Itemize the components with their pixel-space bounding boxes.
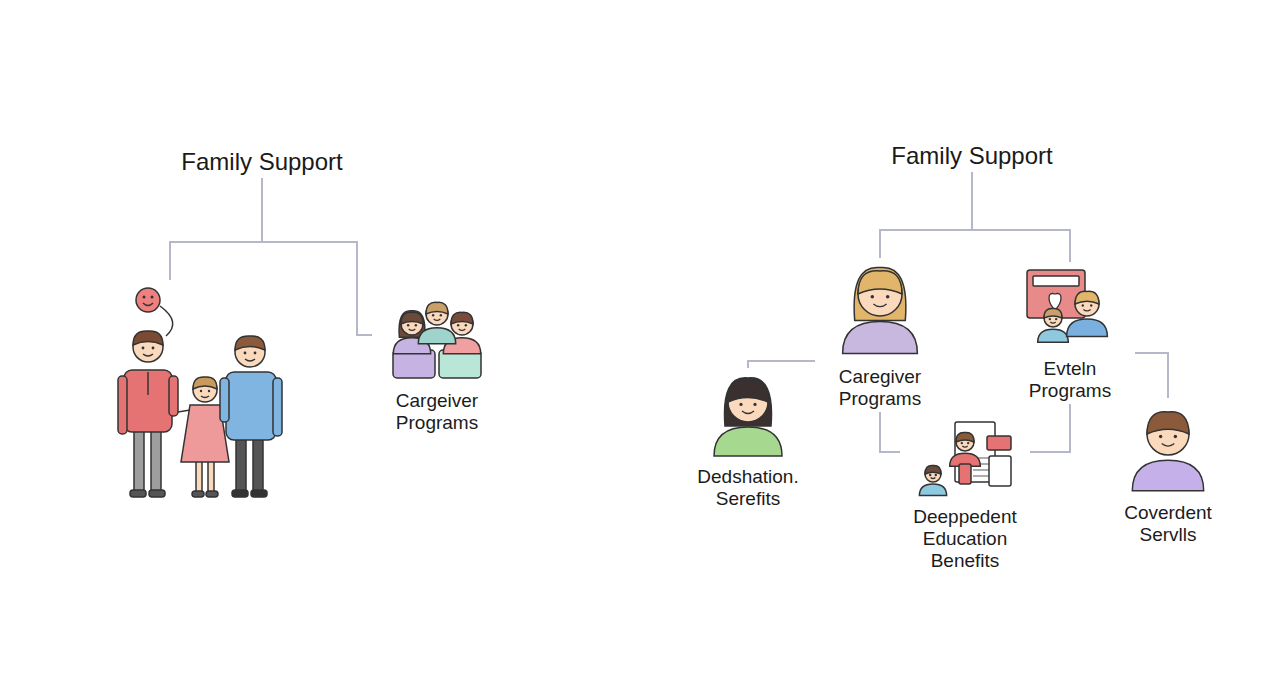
tree-connector: [1030, 404, 1070, 452]
person-icon: [915, 418, 1015, 496]
title-node: Family Support: [177, 146, 346, 178]
tree-connector: [880, 172, 972, 258]
branch-line: [170, 242, 262, 280]
tree-connector: [1135, 353, 1168, 398]
diagram-title: Family Support: [891, 142, 1052, 170]
tree-connector: [262, 178, 372, 335]
person-icon: [1025, 264, 1115, 348]
title-node: Family Support: [887, 140, 1056, 172]
node-label: Evteln Programs: [1009, 358, 1131, 402]
girl-figure: [178, 377, 232, 497]
person-icon: [387, 292, 487, 380]
diagram-title: Family Support: [181, 148, 342, 176]
program-node: Evteln Programs: [1005, 262, 1135, 404]
program-node: Cargeiver Programs: [372, 290, 502, 436]
program-node: Coverdent Servlls: [1103, 398, 1233, 548]
tree-connector: [748, 361, 815, 368]
tree-connector: [972, 172, 1070, 262]
person-icon: [1132, 400, 1204, 492]
person-icon: [712, 370, 784, 456]
node-label: Deeppedent Education Benefits: [904, 506, 1026, 572]
father-figure: [118, 331, 178, 497]
father-figure: [220, 336, 282, 497]
node-label: Cargeiver Programs: [376, 390, 498, 434]
node-label: Coverdent Servlls: [1107, 502, 1229, 546]
node-label: Caregiver Programs: [819, 366, 941, 410]
person-icon: [830, 260, 930, 356]
speech-bubble: [136, 288, 173, 336]
node-label: Dedshation. Serefits: [687, 466, 809, 510]
program-node: Caregiver Programs: [815, 258, 945, 412]
program-node: Dedshation. Serefits: [683, 368, 813, 512]
tree-connector: [880, 412, 900, 452]
program-node: Deeppedent Education Benefits: [900, 416, 1030, 574]
